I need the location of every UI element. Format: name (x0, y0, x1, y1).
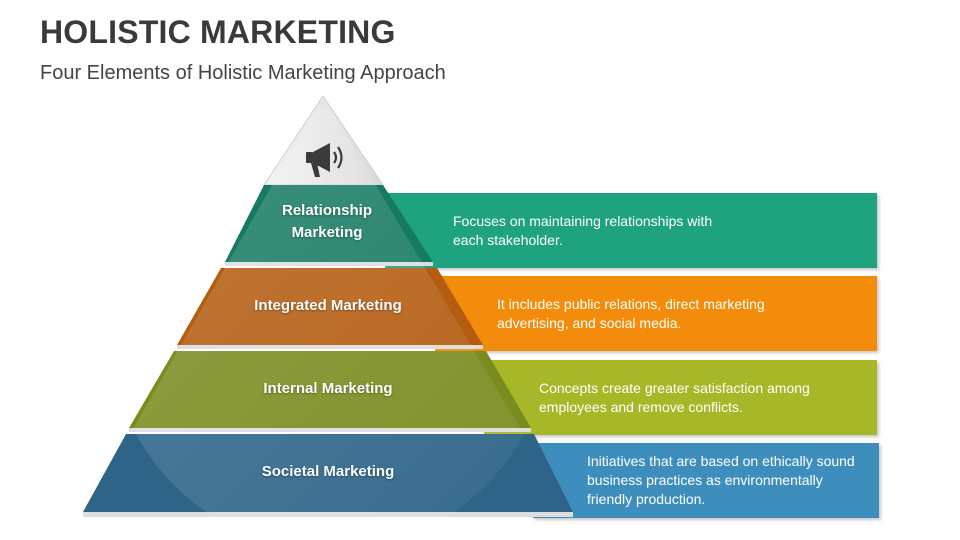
societal-marketing-label: Societal Marketing (207, 461, 449, 483)
societal-marketing-label-text: Societal Marketing (261, 463, 395, 480)
integrated-marketing-label-text: Integrated Marketing (254, 297, 402, 314)
relationship-marketing-label: Relationship Marketing (256, 200, 398, 244)
relationship-marketing-label-text: Relationship Marketing (281, 202, 372, 241)
page-title: HOLISTIC MARKETING (40, 14, 396, 50)
relationship-marketing-description-box: Focuses on maintaining relationships wit… (385, 193, 877, 268)
megaphone-icon (306, 143, 343, 177)
internal-marketing-label: Internal Marketing (207, 378, 449, 400)
internal-marketing-description-box: Concepts create greater satisfaction amo… (484, 360, 877, 435)
internal-marketing-description: Concepts create greater satisfaction amo… (539, 379, 810, 415)
societal-marketing-description-box: Initiatives that are based on ethically … (533, 443, 879, 518)
internal-marketing-label-text: Internal Marketing (263, 380, 393, 397)
relationship-marketing-description: Focuses on maintaining relationships wit… (453, 212, 713, 248)
integrated-marketing-description: It includes public relations, direct mar… (497, 295, 765, 331)
page-subtitle: Four Elements of Holistic Marketing Appr… (40, 62, 446, 84)
integrated-marketing-label: Integrated Marketing (207, 295, 449, 317)
societal-marketing-description: Initiatives that are based on ethically … (587, 453, 855, 507)
integrated-marketing-description-box: It includes public relations, direct mar… (435, 276, 877, 351)
